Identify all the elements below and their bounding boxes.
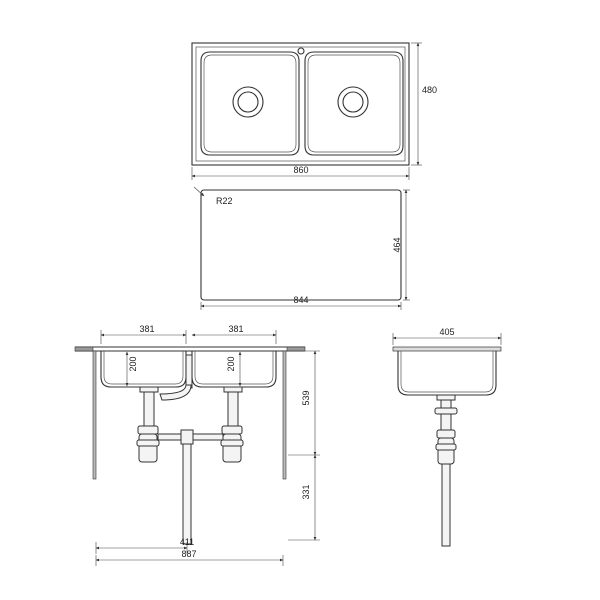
- drain-spacing-label: 411: [180, 537, 194, 547]
- cabinet-right-wall: [282, 350, 287, 480]
- sink-inner-rim: [195, 46, 406, 162]
- left-drain-inner-icon: [237, 91, 259, 113]
- front-view: 381 381 200 200 539 331 411 887: [74, 324, 320, 566]
- right-bowl-top: [304, 51, 404, 156]
- cutout-radius-label: R22: [216, 196, 233, 206]
- top-width-label: 860: [293, 165, 308, 175]
- side-drain-flange: [436, 394, 456, 401]
- sink-outer-outline: [191, 42, 410, 166]
- top-height-label: 480: [422, 85, 437, 95]
- side-bowl: [397, 351, 497, 396]
- cabinet-height-label: 539: [301, 390, 311, 405]
- top-view: 860 480: [191, 42, 437, 180]
- left-bowl-inner: [203, 54, 297, 153]
- right-bowl-inner: [307, 54, 401, 153]
- waste-pipe: [182, 443, 192, 545]
- right-bowl-width-label: 381: [228, 324, 243, 334]
- left-trap: [138, 433, 158, 463]
- side-trap: [437, 437, 455, 465]
- left-drain-outer-icon: [232, 86, 264, 118]
- left-bowl-top: [200, 51, 300, 156]
- right-drain-inner-icon: [342, 91, 364, 113]
- cutout-template: R22 844 464: [193, 186, 410, 310]
- right-trap: [222, 433, 242, 463]
- faucet-hole-icon: [297, 47, 305, 55]
- right-bowl-depth-label: 200: [226, 356, 236, 371]
- side-view: 405: [392, 327, 502, 547]
- side-rim: [392, 346, 502, 352]
- cutout-width-label: 844: [293, 295, 308, 305]
- left-bowl-depth-label: 200: [128, 356, 138, 371]
- front-left-bowl: [100, 351, 187, 388]
- right-tailpiece: [227, 391, 239, 427]
- left-tailpiece: [143, 391, 155, 427]
- cutout-height-label: 464: [392, 237, 402, 252]
- right-drain-outer-icon: [337, 86, 369, 118]
- cabinet-left-wall: [92, 350, 97, 480]
- left-bowl-width-label: 381: [139, 324, 154, 334]
- side-width-label: 405: [439, 327, 454, 337]
- left-drain-flange: [139, 386, 159, 393]
- lower-height-label: 331: [301, 484, 311, 499]
- overall-width-label: 887: [181, 549, 196, 559]
- side-waste-pipe: [441, 463, 451, 547]
- cutout-outline: [200, 189, 402, 301]
- right-drain-flange: [223, 386, 243, 393]
- side-tailpiece: [440, 399, 452, 431]
- tee-fitting: [180, 429, 194, 445]
- overflow-pipe: [185, 354, 193, 389]
